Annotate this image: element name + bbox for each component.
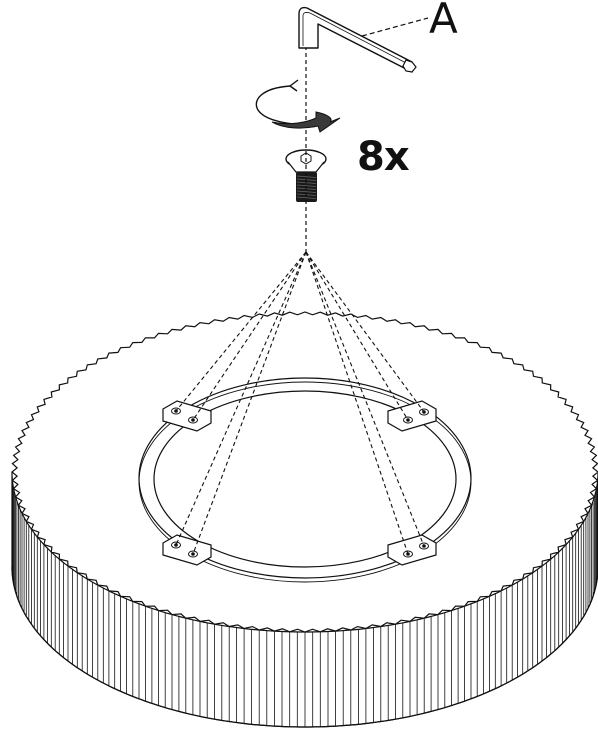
leader-line bbox=[175, 251, 307, 546]
hex-key-icon bbox=[298, 6, 429, 73]
drum-top-face bbox=[11, 311, 598, 633]
quantity-label: 8x bbox=[357, 134, 410, 180]
leader-line bbox=[192, 251, 307, 421]
callout-leader-a bbox=[361, 17, 429, 37]
drum-bottom-edge bbox=[11, 567, 598, 728]
mounting-ring bbox=[138, 377, 472, 583]
ring-outer-edge-thickness bbox=[138, 381, 472, 583]
leader-line bbox=[175, 251, 307, 412]
screw-leader-lines bbox=[175, 251, 425, 555]
leader-line bbox=[192, 251, 307, 555]
leader-line bbox=[305, 251, 425, 547]
ring-inner-edge bbox=[153, 390, 457, 568]
leader-line bbox=[305, 251, 425, 413]
leader-line bbox=[305, 251, 409, 421]
toothed-drum bbox=[11, 311, 598, 728]
drum-side-teeth bbox=[11, 472, 598, 728]
rotate-arrow-icon bbox=[255, 79, 341, 133]
mounting-tab bbox=[162, 534, 212, 566]
tool-callout-label: A bbox=[429, 0, 458, 43]
